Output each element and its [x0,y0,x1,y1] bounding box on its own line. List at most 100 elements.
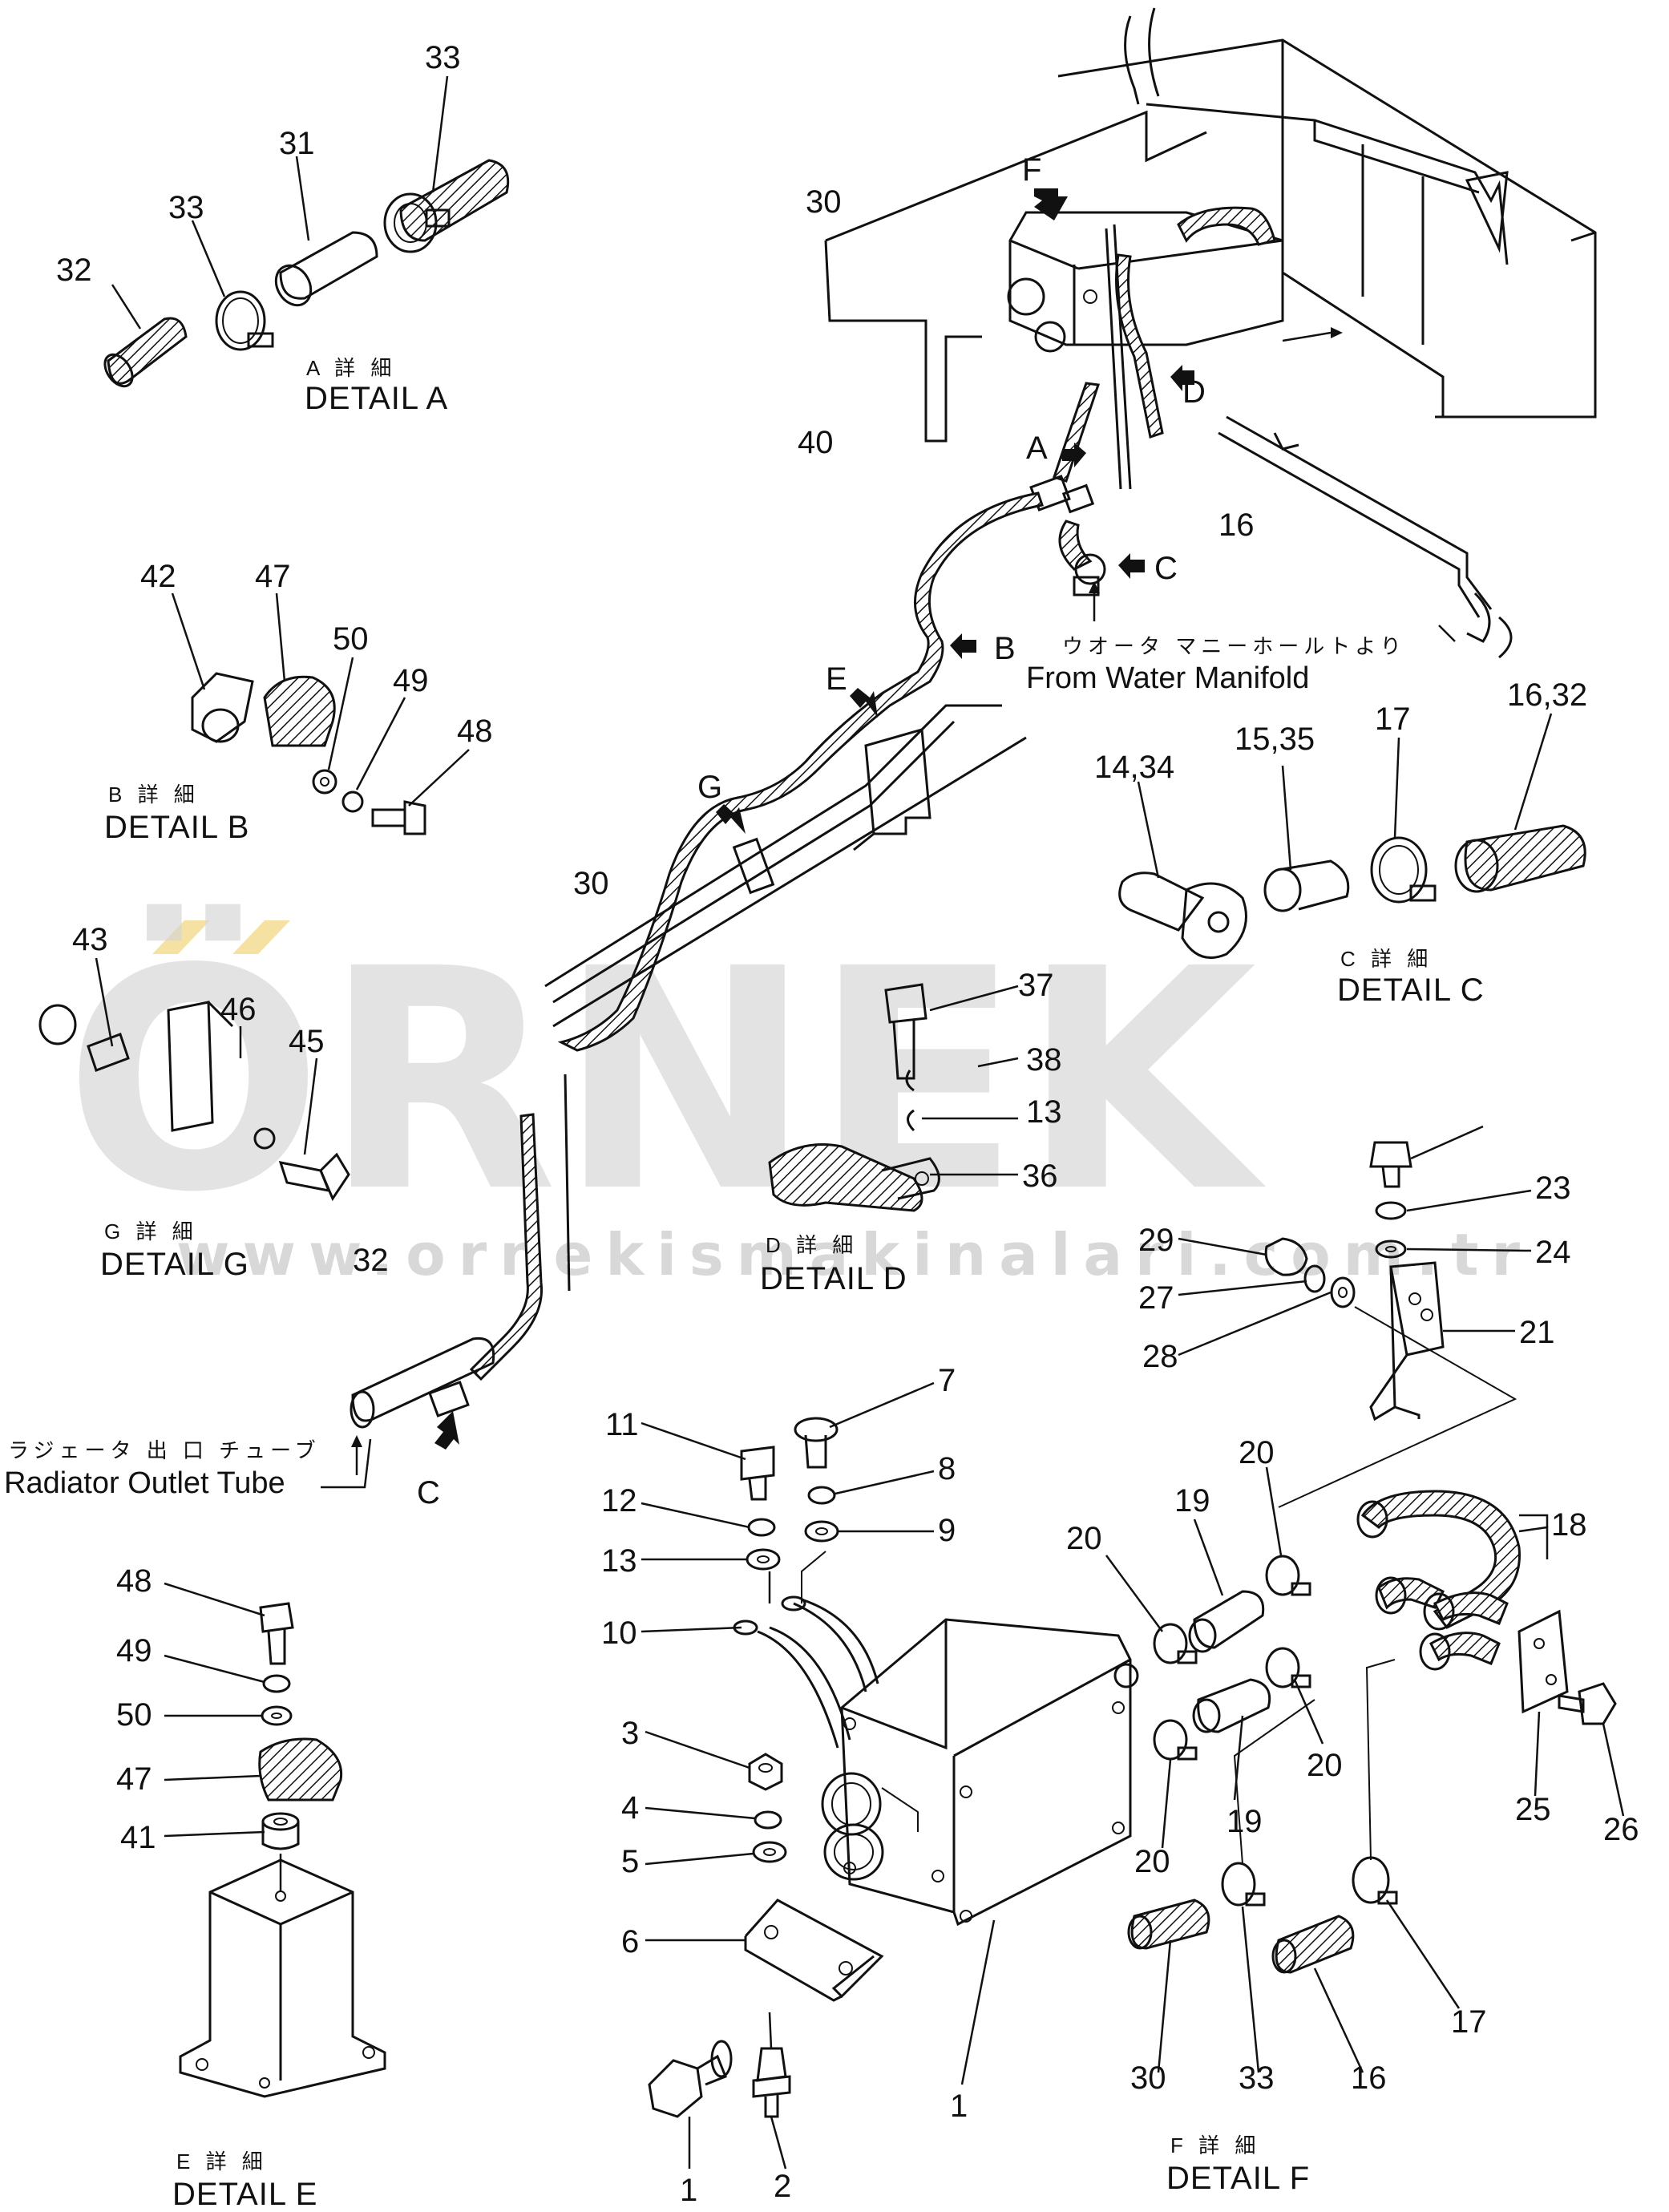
bolt-26 [1558,1682,1617,1725]
view-arrow-g [716,804,746,834]
hose-with-clamp-33 [383,159,510,253]
view-letter-c-bottom: C [417,1475,440,1510]
view-arrow-f [1034,188,1068,220]
part-label: 46 [220,992,257,1027]
bracket-21 [1369,1261,1445,1421]
hose-16-f [1271,1915,1355,1974]
clamp-47-b [263,675,336,747]
watermark: ÖRNEK www.ornekismakinalari.com.tr [64,901,1520,1288]
clamp-33-f [1221,1862,1266,1907]
part-labels: 33 31 33 32 30 40 16 42 47 50 49 48 43 4… [56,40,1639,2208]
part-label: 36 [1022,1159,1058,1194]
part-label: 17 [1375,702,1411,737]
part-label: 23 [1535,1171,1571,1206]
clamp-36 [768,1143,940,1212]
nut-29 [1264,1237,1308,1276]
water-manifold-jp: ウオータ マニーホールトより [1062,634,1406,658]
washer-27 [1303,1264,1326,1293]
view-arrow-a [1062,443,1086,467]
detail-a-jp: A 詳 細 [306,356,396,380]
hose-19-a [1188,1590,1265,1653]
watermark-accent-left [152,920,210,954]
detail-b-group [171,592,470,835]
part-label: 31 [279,126,315,161]
detail-c-en: DETAIL C [1337,973,1485,1008]
part-label: 40 [798,425,834,460]
rubber-block-42 [191,672,254,743]
part-label: 32 [353,1243,389,1278]
detail-d-group [768,983,1019,1212]
clamp-20-b [1265,1555,1311,1596]
hose-30-f [1127,1899,1210,1950]
part-label: 21 [1519,1315,1555,1350]
part-label: 43 [72,922,108,957]
valve-14-34 [1118,871,1247,959]
part-label: 4 [621,1790,639,1826]
part-label: 30 [1130,2060,1166,2096]
part-label: 14,34 [1094,750,1174,785]
detail-a-en: DETAIL A [305,381,448,416]
view-arrow-c-top [1118,553,1145,579]
clamp-20-d [1153,1719,1198,1761]
clamp-17-c [1370,836,1437,904]
stud-2 [752,2047,791,2118]
spacer-41 [261,1812,300,1850]
part-label: 13 [1026,1094,1062,1130]
part-label: 37 [1018,968,1054,1003]
part-label: 16 [1218,508,1255,543]
part-label: 19 [1174,1483,1210,1518]
part-label: 15,35 [1235,722,1315,757]
view-arrows [351,188,1456,1475]
bolt-45 [253,1127,350,1202]
washer-50-e [261,1705,293,1726]
washer-50-b [312,769,337,795]
part-label: 1 [680,2173,697,2208]
part-label: 17 [1451,2004,1487,2040]
bracket-e-box [179,1858,386,2098]
bolt-48-b [371,800,426,835]
part-label: 7 [938,1363,956,1398]
part-label: 8 [938,1451,956,1486]
part-label: 19 [1226,1804,1263,1839]
detail-f-jp: F 詳 細 [1170,2133,1260,2157]
washer-23 [1375,1201,1407,1220]
view-letter-d: D [1182,374,1206,410]
watermark-accent-right [232,920,290,954]
hose-19-b [1192,1678,1271,1733]
detail-e-en: DETAIL E [172,2177,317,2208]
part-label: 2 [774,2169,791,2204]
radiator-jp: ラジェータ 出 口 チューブ [8,1438,321,1462]
washer-28 [1330,1276,1356,1308]
hose-18 [1356,1490,1521,1671]
part-label: 26 [1603,1812,1639,1847]
nut-3 [748,1753,783,1791]
part-label: 25 [1515,1792,1551,1827]
water-manifold-en: From Water Manifold [1026,661,1309,695]
washer-12 [747,1518,776,1537]
view-letter-c-top: C [1154,551,1178,586]
screw-7 [794,1417,839,1469]
view-letter-f: F [1022,152,1041,188]
part-label: 18 [1551,1507,1587,1543]
part-label: 50 [116,1697,152,1733]
detail-d-jp: D 詳 細 [766,1233,858,1257]
part-label: 20 [1307,1748,1343,1783]
part-label: 47 [255,559,291,594]
bracket-6 [744,1899,884,2002]
part-label: 27 [1138,1280,1174,1316]
view-letter-b: B [994,631,1016,666]
part-label: 32 [56,253,92,288]
clamp-47-e [258,1737,343,1802]
part-label: 20 [1066,1521,1102,1556]
part-label: 33 [168,190,204,225]
part-label: 42 [140,559,176,594]
part-label: 30 [573,866,609,901]
clamp-33-left [215,290,274,351]
view-letter-e: E [826,661,847,697]
bracket-g [732,837,775,895]
washer-5 [752,1841,787,1863]
part-label: 47 [116,1761,152,1797]
view-arrow-b [950,633,976,659]
part-label: 11 [605,1407,639,1442]
part-label: 29 [1138,1223,1174,1258]
